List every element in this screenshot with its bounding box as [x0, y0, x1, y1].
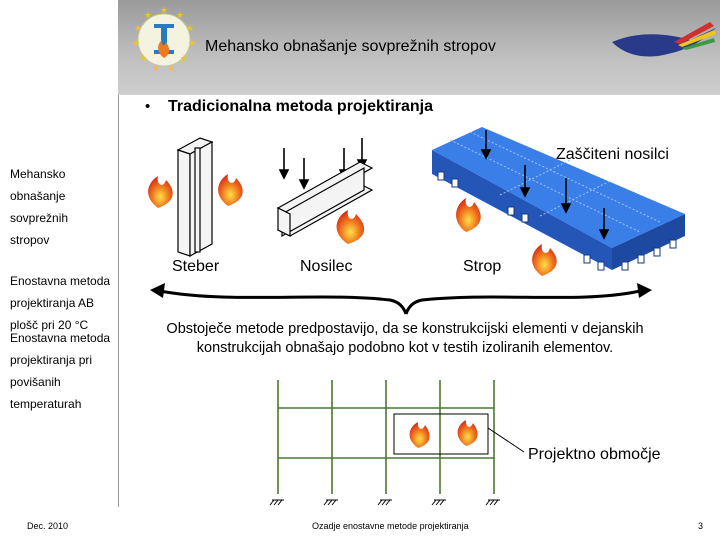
frame-supports [269, 499, 500, 506]
beam-illustration [276, 161, 374, 238]
sidebar-item-composite-slab-behaviour[interactable]: Mehansko obnašanje sovprežnih stropov [10, 163, 68, 251]
sidebar-item-simple-design-rc-slabs[interactable]: Enostavna metoda projektiranja AB plošč … [10, 270, 110, 336]
sidebar-item-line: projektiranja pri [10, 353, 93, 367]
label-protected-beams: Zaščiteni nosilci [556, 146, 669, 163]
header-left-panel [0, 0, 118, 95]
sidebar-item-line: stropov [10, 233, 50, 247]
frame-fire-icons [409, 420, 478, 448]
svg-text:★: ★ [188, 38, 196, 48]
svg-text:★: ★ [186, 23, 194, 33]
svg-text:★: ★ [144, 10, 152, 20]
footer-page-number: 3 [698, 521, 704, 531]
sidebar-item-line: Mehansko [10, 167, 66, 181]
project-logo: ★ ★ ★ ★ ★ ★ ★ ★ ★ ★ ★ [132, 5, 196, 73]
slide-subtitle: Tradicionalna metoda projektiranja [168, 98, 433, 115]
sidebar-item-line: povišanih [10, 375, 61, 389]
sidebar-item-line: obnašanje [10, 189, 66, 203]
sidebar-item-line: plošč pri 20 °C [10, 318, 89, 332]
sidebar-item-simple-design-elevated-temp[interactable]: Enostavna metoda projektiranja pri poviš… [10, 327, 110, 415]
footer-date: Dec. 2010 [27, 521, 69, 531]
fire-icons [148, 174, 557, 276]
method-description: Obstoječe metode predpostavijo, da se ko… [166, 321, 644, 356]
sidebar-item-line: projektiranja AB [10, 296, 95, 310]
svg-text:★: ★ [134, 23, 142, 33]
design-domain-pointer [487, 427, 525, 453]
label-design-domain: Projektno območje [528, 446, 661, 463]
label-beam: Nosilec [300, 258, 353, 275]
svg-text:★: ★ [167, 63, 175, 73]
floor-slab-illustration [432, 127, 685, 271]
svg-text:★: ★ [139, 53, 147, 63]
header-bar [0, 0, 720, 95]
design-zone-box [393, 413, 489, 455]
svg-text:★: ★ [132, 38, 140, 48]
sidebar-divider [118, 95, 119, 507]
brace-arrow-left [150, 283, 165, 298]
frame-structure-illustration [277, 380, 495, 494]
svg-text:★: ★ [152, 63, 160, 73]
bullet-point: • [145, 98, 151, 115]
column-illustration [176, 137, 214, 258]
load-arrows [278, 130, 610, 240]
leonardo-logo [612, 22, 716, 57]
sidebar-item-line: sovprežnih [10, 211, 69, 225]
sidebar-item-line: Enostavna metoda [10, 274, 111, 288]
svg-text:★: ★ [176, 10, 184, 20]
svg-text:★: ★ [160, 5, 168, 15]
label-column: Steber [172, 258, 220, 275]
brace-arrow-right [637, 283, 652, 298]
range-brace [159, 289, 641, 315]
svg-text:★: ★ [180, 53, 188, 63]
sidebar-item-line: Enostavna metoda [10, 331, 111, 345]
sidebar-item-line: temperaturah [10, 397, 82, 411]
footer-section-title: Ozadje enostavne metode projektiranja [312, 521, 469, 531]
page-title: Mehansko obnašanje sovprežnih stropov [205, 38, 496, 55]
label-floor: Strop [463, 258, 502, 275]
